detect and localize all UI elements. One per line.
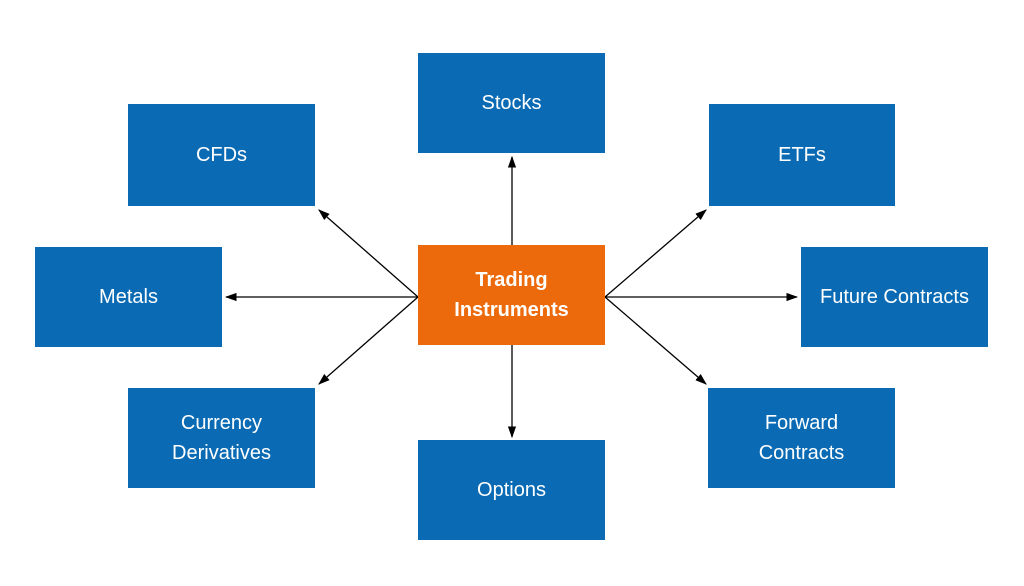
arrow-to-forward-contracts [604, 296, 707, 385]
node-options: Options [418, 440, 605, 540]
node-future-contracts-label: Future Contracts [820, 286, 969, 308]
node-forward-contracts: Forward Contracts [708, 388, 895, 488]
node-cfds: CFDs [128, 104, 315, 206]
arrow-to-etfs [604, 209, 707, 298]
node-forward-contracts-label: Forward Contracts [758, 412, 845, 464]
node-metals: Metals [35, 247, 222, 347]
node-etfs: ETFs [709, 104, 895, 206]
node-etfs-label: ETFs [778, 144, 826, 166]
node-currency-derivatives-label: Currency Derivatives [172, 412, 271, 464]
node-future-contracts: Future Contracts [801, 247, 988, 347]
arrow-to-currency-derivatives [318, 296, 419, 385]
arrow-to-cfds [318, 209, 419, 298]
node-stocks: Stocks [418, 53, 605, 153]
node-stocks-label: Stocks [481, 92, 542, 114]
node-trading-instruments-label: Trading Instruments [454, 269, 569, 321]
node-cfds-label: CFDs [195, 144, 248, 166]
node-trading-instruments: Trading Instruments [418, 245, 605, 345]
node-currency-derivatives: Currency Derivatives [128, 388, 315, 488]
node-options-label: Options [477, 479, 546, 501]
node-metals-label: Metals [99, 286, 158, 308]
